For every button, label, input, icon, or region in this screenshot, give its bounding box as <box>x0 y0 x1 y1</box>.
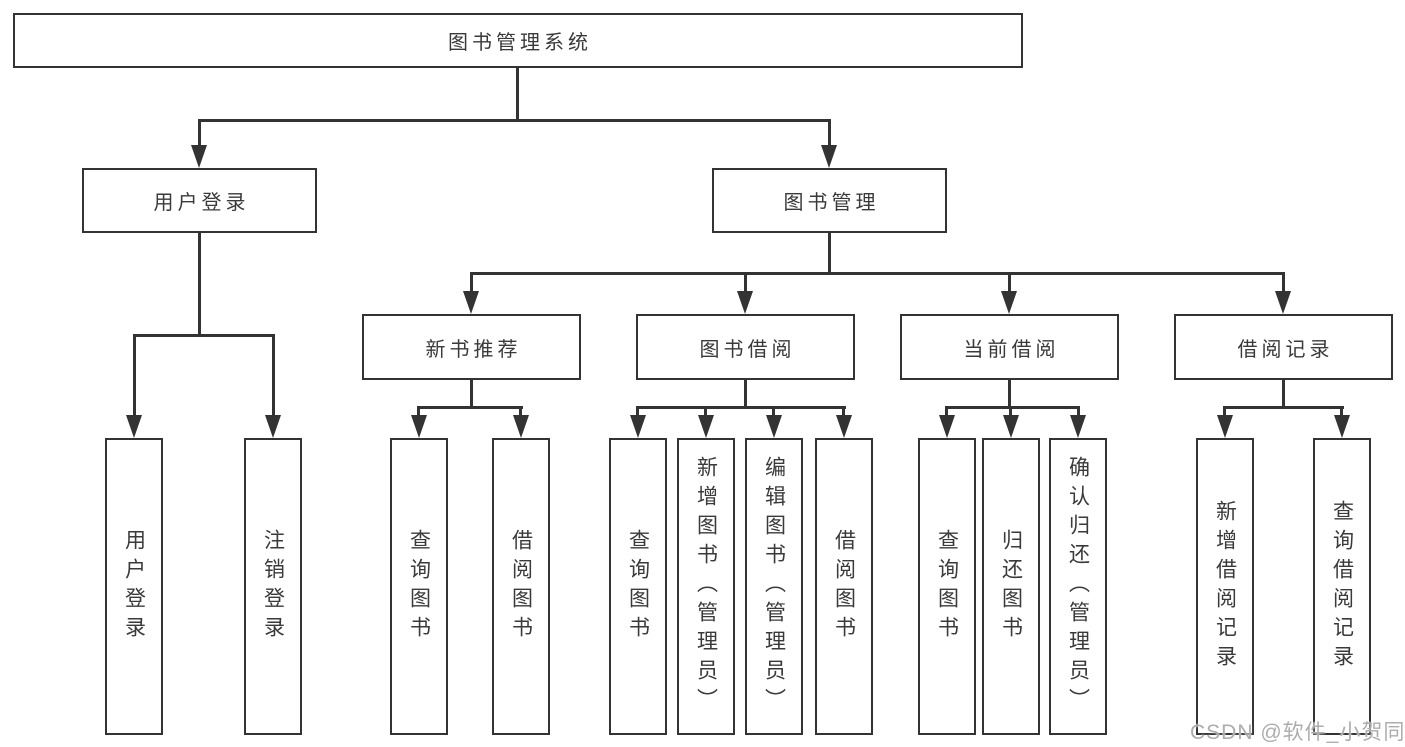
connector-line <box>842 406 845 418</box>
arrow-down-icon <box>1001 291 1017 314</box>
connector-line <box>417 406 420 418</box>
connector-line <box>417 406 523 409</box>
node-current-borrowing: 当前借阅 <box>900 314 1119 380</box>
connector-line <box>516 68 519 122</box>
leaf-logout: 注销登录 <box>244 438 302 735</box>
arrow-down-icon <box>939 415 955 438</box>
connector-line <box>704 406 707 418</box>
arrow-down-icon <box>630 415 646 438</box>
node-user-login: 用户登录 <box>82 168 317 233</box>
arrow-down-icon <box>1334 415 1350 438</box>
leaf-query-books-recommend: 查询图书 <box>390 438 448 735</box>
node-new-book-recommendation: 新书推荐 <box>362 314 581 380</box>
node-book-management: 图书管理 <box>712 168 947 233</box>
connector-line <box>828 119 831 149</box>
connector-line <box>744 380 747 408</box>
connector-line <box>636 406 639 418</box>
connector-line <box>198 233 201 337</box>
connector-line <box>1340 406 1343 418</box>
connector-line <box>519 406 522 418</box>
arrow-down-icon <box>1070 415 1086 438</box>
leaf-edit-books-admin: 编辑图书（管理员） <box>745 438 803 735</box>
connector-line <box>470 272 473 296</box>
node-library-management-system: 图书管理系统 <box>13 13 1023 68</box>
connector-line <box>1282 272 1285 296</box>
connector-line <box>1008 380 1011 408</box>
arrow-down-icon <box>513 415 529 438</box>
leaf-add-books-admin: 新增图书（管理员） <box>677 438 735 735</box>
arrow-down-icon <box>1217 415 1233 438</box>
arrow-down-icon <box>265 415 281 438</box>
leaf-query-books-borrow: 查询图书 <box>609 438 667 735</box>
leaf-return-books: 归还图书 <box>982 438 1040 735</box>
connector-line <box>272 334 275 418</box>
leaf-borrow-books: 借阅图书 <box>815 438 873 735</box>
connector-line <box>945 406 948 418</box>
arrow-down-icon <box>821 145 837 168</box>
connector-line <box>1223 406 1226 418</box>
csdn-watermark: CSDN @软件_小贺同学 <box>1190 721 1405 744</box>
connector-line <box>828 233 831 275</box>
connector-line <box>133 334 136 418</box>
arrow-down-icon <box>1003 415 1019 438</box>
leaf-query-books-current: 查询图书 <box>918 438 976 735</box>
arrow-down-icon <box>126 415 142 438</box>
connector-line <box>470 380 473 408</box>
connector-line <box>744 272 747 296</box>
arrow-down-icon <box>411 415 427 438</box>
arrow-down-icon <box>737 291 753 314</box>
arrow-down-icon <box>836 415 852 438</box>
connector-line <box>470 272 1285 275</box>
connector-line <box>1077 406 1080 418</box>
arrow-down-icon <box>766 415 782 438</box>
connector-line <box>1008 272 1011 296</box>
node-borrowing-records: 借阅记录 <box>1174 314 1393 380</box>
connector-line <box>772 406 775 418</box>
connector-line <box>198 119 201 149</box>
leaf-add-borrow-record: 新增借阅记录 <box>1196 438 1254 735</box>
leaf-user-login: 用户登录 <box>105 438 163 735</box>
connector-line <box>198 119 831 122</box>
connector-line <box>636 406 846 409</box>
arrow-down-icon <box>191 145 207 168</box>
leaf-confirm-return-admin: 确认归还（管理员） <box>1049 438 1107 735</box>
arrow-down-icon <box>698 415 714 438</box>
connector-line <box>945 406 1080 409</box>
connector-line <box>133 334 275 337</box>
connector-line <box>1282 380 1285 408</box>
connector-line <box>1009 406 1012 418</box>
node-book-borrowing: 图书借阅 <box>636 314 855 380</box>
arrow-down-icon <box>463 291 479 314</box>
leaf-query-borrow-record: 查询借阅记录 <box>1313 438 1371 735</box>
arrow-down-icon <box>1275 291 1291 314</box>
connector-line <box>1223 406 1344 409</box>
leaf-borrow-books-recommend: 借阅图书 <box>492 438 550 735</box>
